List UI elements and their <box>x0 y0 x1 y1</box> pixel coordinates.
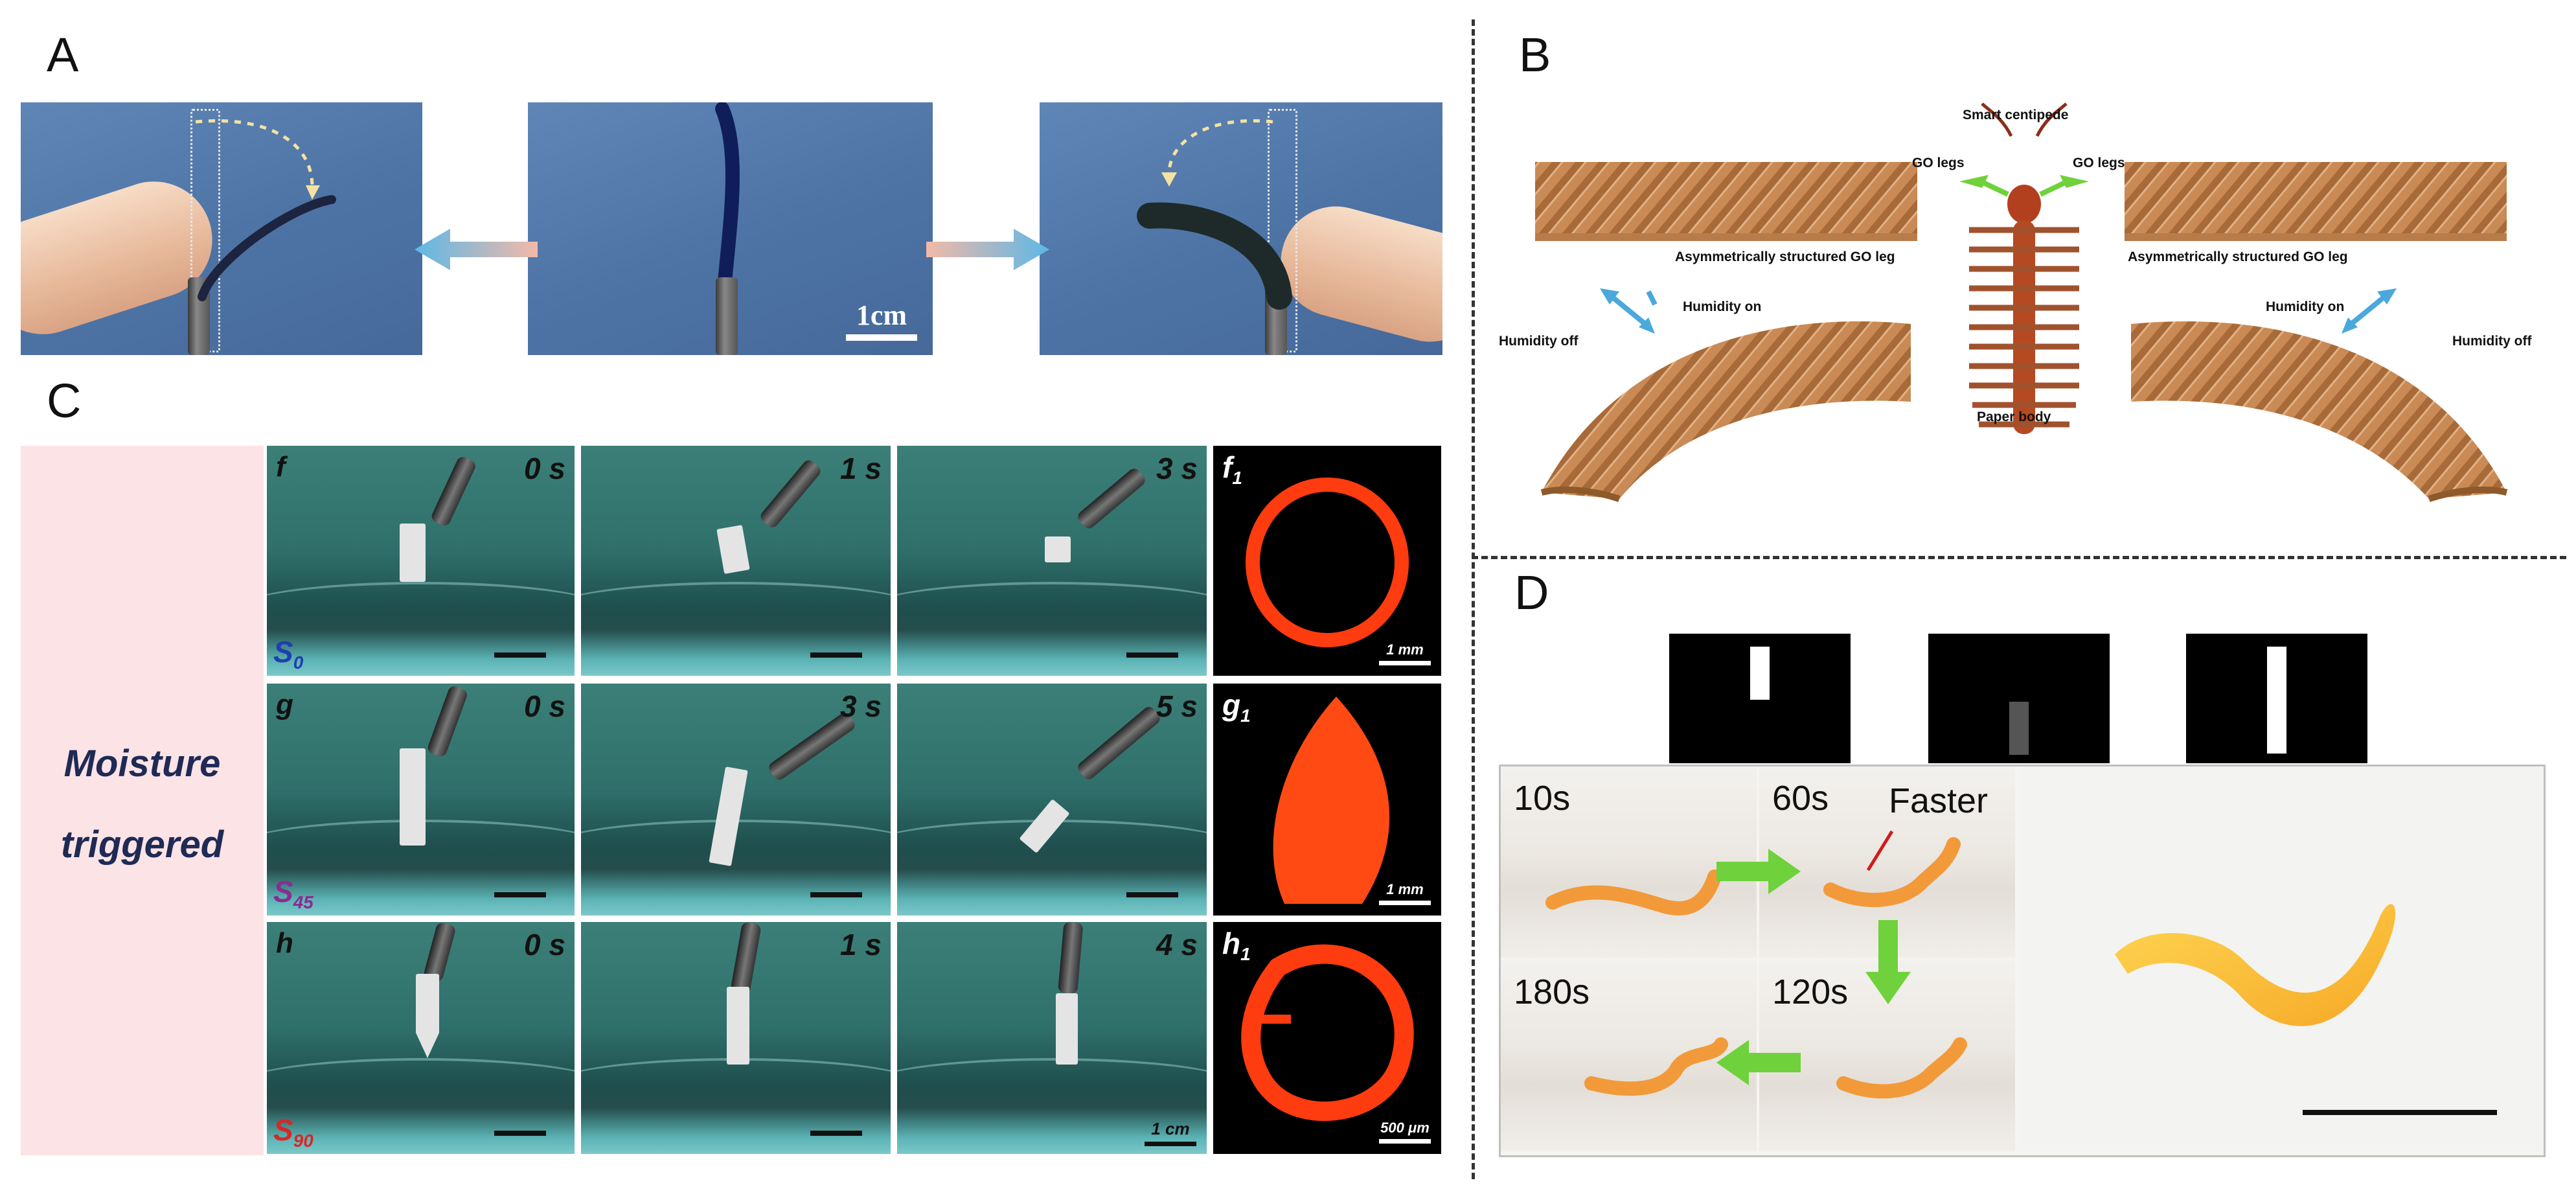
frame-f-1: 1 s <box>581 446 891 676</box>
frame-f-0: f 0 s S0 <box>267 446 575 676</box>
horizontal-divider <box>1472 556 2566 559</box>
centipede-diagram <box>1535 102 2508 502</box>
frame-f-2: 3 s <box>897 446 1207 676</box>
arrow-green-right-icon <box>2060 175 2089 188</box>
s90-label: S90 <box>273 1112 313 1151</box>
label-go-legs-right: GO legs <box>2073 156 2125 170</box>
label-smart-centipede: Smart centipede <box>1963 108 2069 122</box>
label-go-legs-left: GO legs <box>1912 156 1965 170</box>
faster-annotation: Faster <box>1889 781 1989 820</box>
label-humidity-off-left: Humidity off <box>1499 334 1579 349</box>
panel-c-sidebar <box>21 446 264 1155</box>
arrow-right-icon <box>926 229 1049 270</box>
triggered-label: triggered <box>60 824 224 866</box>
light-pattern-2 <box>1928 634 2110 763</box>
frame-g-2: 5 s <box>897 684 1207 916</box>
fluor-f1: f1 1 mm <box>1213 446 1441 676</box>
straight-strip <box>715 102 740 304</box>
scale-bar-cm: 1 cm <box>1145 1119 1196 1146</box>
panel-a-letter: A <box>47 28 79 82</box>
arrow-blue-right-icon <box>2342 288 2397 334</box>
frame-g-0: g 0 s S45 <box>267 684 575 916</box>
light-pattern-3 <box>2186 634 2367 763</box>
fluor-h1: h1 500 μm <box>1213 922 1441 1154</box>
label-humidity-on-left: Humidity on <box>1683 299 1762 314</box>
magnified-film <box>2018 766 2540 1151</box>
frame-180s: 180s <box>1501 960 1757 1151</box>
light-pattern-1 <box>1669 634 1851 763</box>
panel-b-letter: B <box>1519 28 1551 82</box>
moisture-label: Moisture <box>63 743 221 785</box>
panel-d-letter: D <box>1514 566 1549 619</box>
bending-strip-left <box>195 119 336 301</box>
frame-h-0: h 0 s S90 <box>267 922 575 1154</box>
frame-g-1: 3 s <box>581 684 891 916</box>
panel-a-photo-right <box>1040 102 1442 355</box>
label-asym-left: Asymmetrically structured GO leg <box>1675 249 1895 264</box>
centipede-icon <box>1969 102 2079 434</box>
scale-bar-a: 1cm <box>846 299 917 341</box>
label-humidity-off-right: Humidity off <box>2452 334 2532 349</box>
panel-a-photo-center: 1cm <box>528 102 933 355</box>
fluor-g1: g1 1 mm <box>1213 684 1441 916</box>
label-asym-right: Asymmetrically structured GO leg <box>2128 249 2348 264</box>
frame-h-2: 4 s 1 cm <box>897 922 1207 1154</box>
s0-label: S0 <box>273 634 304 673</box>
bending-strip-right <box>1137 119 1292 310</box>
arrow-left-icon <box>415 229 538 270</box>
arrow-green-right-d-icon <box>1716 849 1801 894</box>
panel-c-letter: C <box>47 374 82 428</box>
arrow-green-left-icon <box>1959 175 1989 188</box>
panel-a-photo-left <box>21 102 422 355</box>
label-humidity-on-right: Humidity on <box>2266 299 2345 314</box>
arrow-green-left-d-icon <box>1716 1040 1801 1085</box>
label-paper-body: Paper body <box>1977 409 2051 424</box>
frame-10s: 10s <box>1501 766 1757 958</box>
arrow-green-down-d-icon <box>1865 920 1911 1004</box>
s45-label: S45 <box>273 874 313 912</box>
arrow-blue-left-icon <box>1600 288 1658 334</box>
frame-h-1: 1 s <box>581 922 891 1154</box>
vertical-divider <box>1472 19 1475 1179</box>
